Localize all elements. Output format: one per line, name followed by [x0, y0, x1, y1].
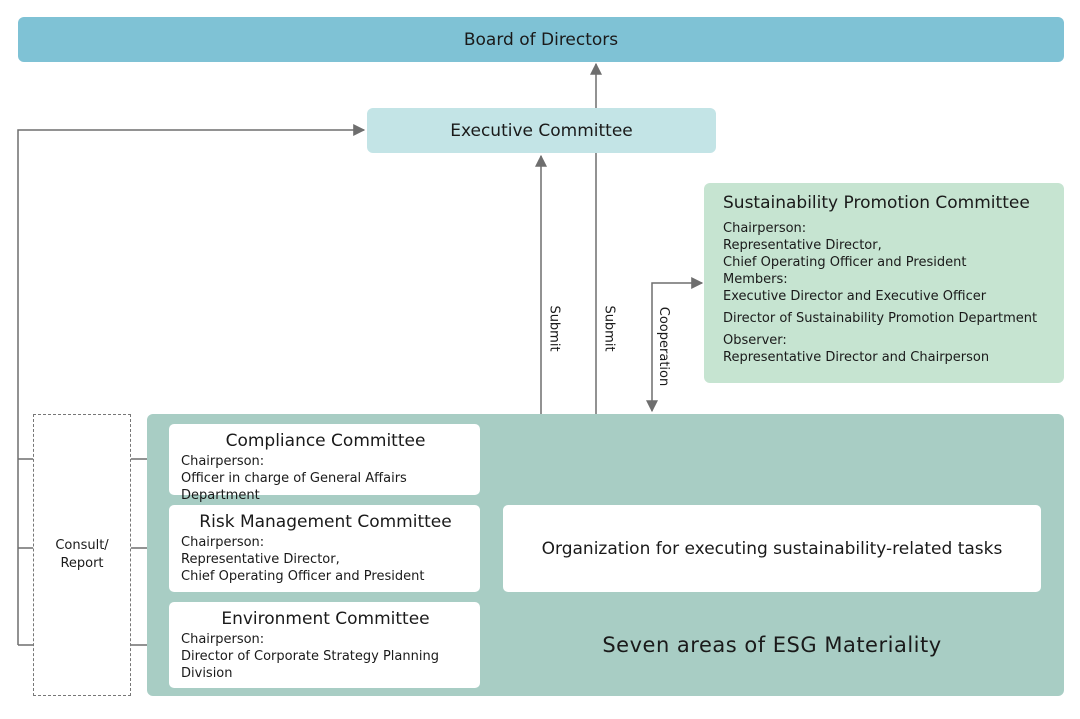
- submit-label-1: Submit: [546, 304, 562, 352]
- executive-title: Executive Committee: [450, 120, 633, 141]
- risk-management-committee-box: Risk Management Committee Chairperson: R…: [169, 505, 480, 592]
- consult-line2: Report: [60, 556, 104, 571]
- esg-materiality-label: Seven areas of ESG Materiality: [503, 628, 1041, 662]
- environment-title: Environment Committee: [221, 609, 430, 629]
- sustainability-observer-line1: Representative Director and Chairperson: [723, 350, 990, 365]
- sustainability-committee-box: Sustainability Promotion Committee Chair…: [704, 183, 1064, 383]
- environment-chair-line1: Director of Corporate Strategy Planning: [181, 649, 439, 664]
- compliance-chair-label: Chairperson:: [181, 454, 265, 469]
- compliance-chair-line1: Officer in charge of General Affairs Dep…: [181, 471, 407, 503]
- cooperation-arrow: [646, 277, 704, 413]
- esg-title: Seven areas of ESG Materiality: [602, 633, 942, 657]
- environment-chair-line2: Division: [181, 666, 233, 681]
- consult-line1: Consult/: [55, 538, 109, 553]
- risk-chair-line2: Chief Operating Officer and President: [181, 569, 425, 584]
- sustainability-members-label: Members:: [723, 272, 788, 287]
- sustainability-chair-line2: Chief Operating Officer and President: [723, 255, 967, 270]
- sustainability-chair-label: Chairperson:: [723, 221, 807, 236]
- sustainability-members-line2: Director of Sustainability Promotion Dep…: [723, 311, 1038, 326]
- sustainability-chair-line1: Representative Director,: [723, 238, 882, 253]
- organization-tasks-box: Organization for executing sustainabilit…: [503, 505, 1041, 592]
- compliance-committee-box: Compliance Committee Chairperson: Office…: [169, 424, 480, 503]
- submit-label-2: Submit: [601, 304, 617, 352]
- cooperation-label: Cooperation: [656, 306, 672, 386]
- risk-chair-line1: Representative Director,: [181, 552, 340, 567]
- risk-title: Risk Management Committee: [199, 512, 452, 532]
- environment-chair-label: Chairperson:: [181, 632, 265, 647]
- board-title: Board of Directors: [463, 29, 619, 50]
- environment-committee-box: Environment Committee Chairperson: Direc…: [169, 602, 480, 688]
- consult-report-box: Consult/ Report: [33, 414, 131, 696]
- sustainability-title: Sustainability Promotion Committee: [723, 193, 1030, 213]
- organization-title: Organization for executing sustainabilit…: [541, 538, 1003, 559]
- sustainability-observer-label: Observer:: [723, 333, 787, 348]
- risk-chair-label: Chairperson:: [181, 535, 265, 550]
- cooperation-label-wrap: Cooperation: [624, 306, 704, 385]
- submit-label-1-wrap: Submit: [524, 305, 584, 351]
- board-of-directors-box: Board of Directors: [18, 17, 1064, 62]
- executive-committee-box: Executive Committee: [367, 108, 716, 153]
- submit-label-2-wrap: Submit: [579, 305, 639, 351]
- consult-to-executive-arrow: [17, 124, 366, 645]
- compliance-title: Compliance Committee: [225, 431, 426, 451]
- sustainability-members-line1: Executive Director and Executive Officer: [723, 289, 987, 304]
